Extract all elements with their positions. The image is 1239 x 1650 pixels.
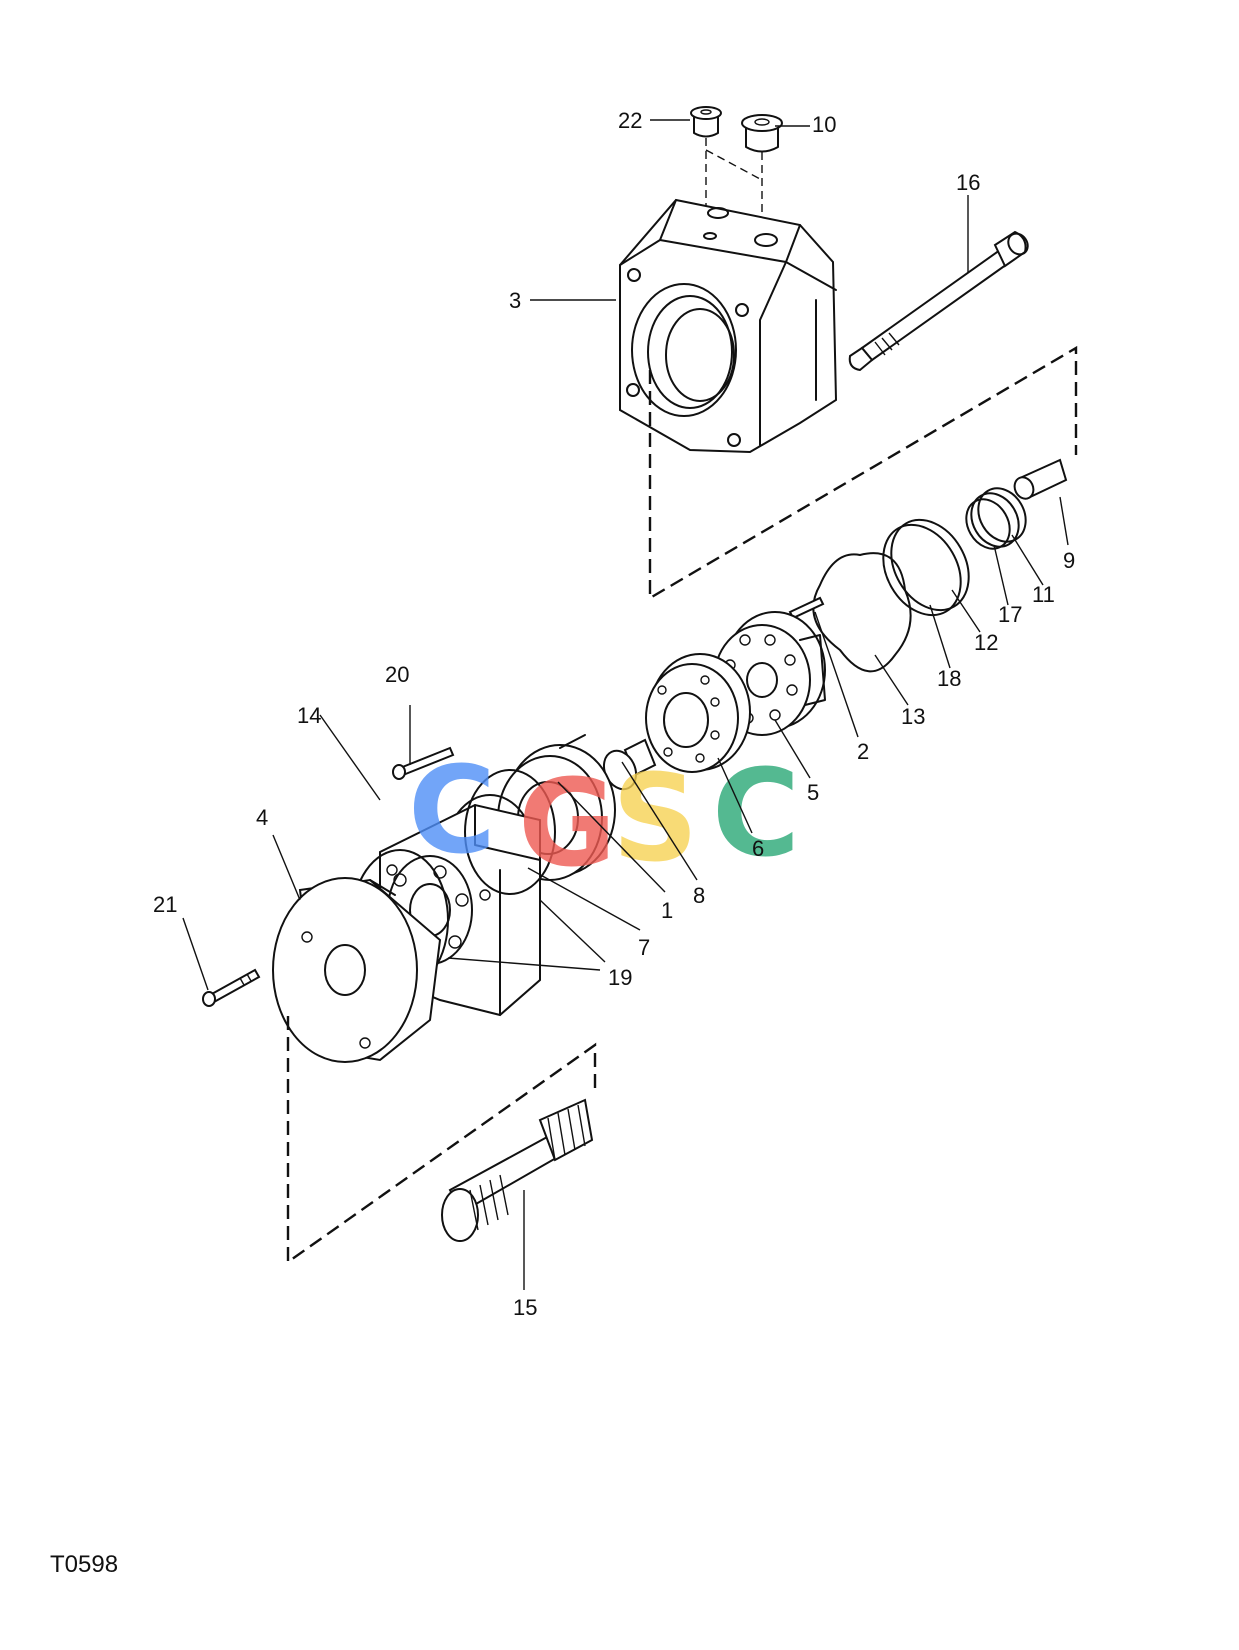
label-16: 16 xyxy=(956,170,980,195)
leader-lines xyxy=(182,119,1069,1290)
label-4: 4 xyxy=(256,805,268,830)
seal-13 xyxy=(812,552,912,673)
label-19: 19 xyxy=(608,965,632,990)
label-1: 1 xyxy=(661,898,673,923)
ring-12-18 xyxy=(882,518,970,617)
label-14: 14 xyxy=(297,703,321,728)
label-10: 10 xyxy=(812,112,836,137)
label-21: 21 xyxy=(153,892,177,917)
ring-11-17 xyxy=(965,487,1027,550)
pin-9 xyxy=(1013,458,1068,500)
part-labels: 22 10 16 3 9 11 17 12 18 13 2 5 6 8 1 7 … xyxy=(153,108,1075,1320)
label-20: 20 xyxy=(385,662,409,687)
plug-22 xyxy=(690,106,722,138)
label-6: 6 xyxy=(752,836,764,861)
label-17: 17 xyxy=(998,602,1022,627)
label-5: 5 xyxy=(807,780,819,805)
watermark-letter-2: G xyxy=(518,755,617,894)
shaft-15 xyxy=(441,1098,594,1242)
label-2: 2 xyxy=(857,739,869,764)
plate-6 xyxy=(645,653,751,773)
bolt-20 xyxy=(392,746,455,780)
plug-10 xyxy=(741,114,783,153)
label-9: 9 xyxy=(1063,548,1075,573)
label-22: 22 xyxy=(618,108,642,133)
label-18: 18 xyxy=(937,666,961,691)
watermark-letter-3: S xyxy=(612,750,698,889)
label-12: 12 xyxy=(974,630,998,655)
label-15: 15 xyxy=(513,1295,537,1320)
label-8: 8 xyxy=(693,883,705,908)
watermark-letter-1: C xyxy=(408,742,496,881)
bolt-16 xyxy=(848,230,1029,372)
drawing-code: T0598 xyxy=(50,1551,118,1578)
watermark-letter-4: C xyxy=(712,745,800,884)
label-11: 11 xyxy=(1032,582,1055,607)
gear-8 xyxy=(602,738,657,791)
housing-3 xyxy=(619,198,838,454)
pin-2 xyxy=(788,596,825,620)
bolt-21 xyxy=(202,968,261,1007)
end-cap-4 xyxy=(272,877,442,1063)
watermark: C G S C xyxy=(408,742,800,894)
label-13: 13 xyxy=(901,704,925,729)
label-7: 7 xyxy=(638,935,650,960)
label-3: 3 xyxy=(509,288,521,313)
